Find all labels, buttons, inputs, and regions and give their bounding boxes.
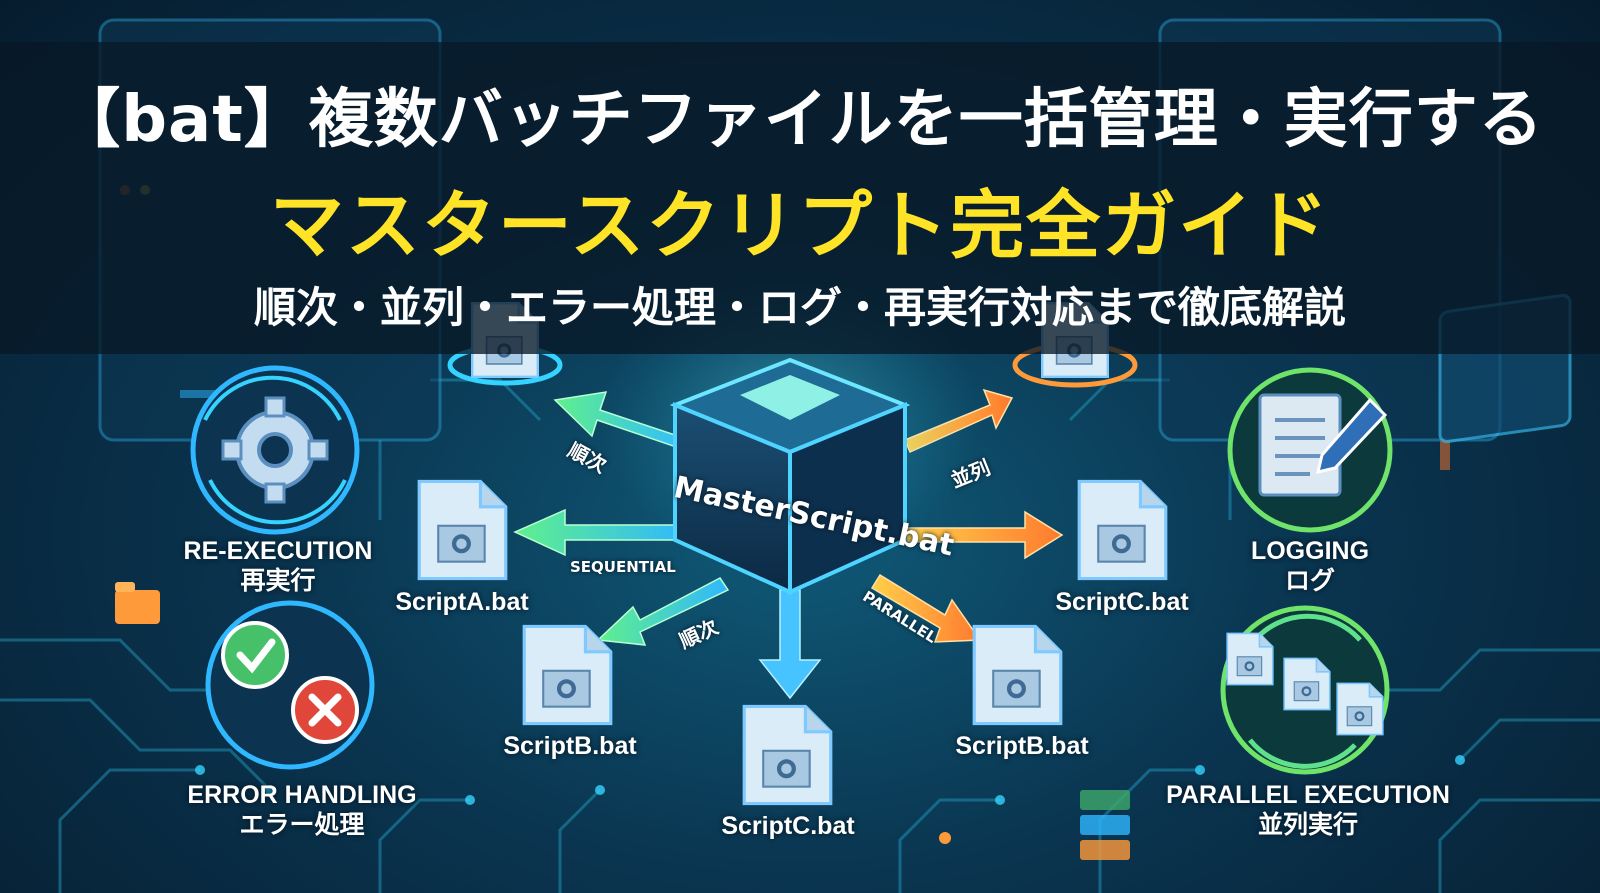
cycle-arrows-icon [1248, 613, 1362, 769]
document-icon [1258, 393, 1342, 497]
check-icon [221, 621, 289, 689]
script-c-bottom-label: ScriptC.bat [721, 812, 855, 840]
circuit-traces [0, 378, 1600, 893]
parallel-execution-ja: 並列実行 [1257, 811, 1359, 839]
title-line-2: マスタースクリプト完全ガイド [269, 183, 1331, 269]
script-b-left-document-icon [524, 626, 611, 723]
sequential-label-en: SEQUENTIAL [570, 558, 676, 576]
cross-icon [291, 676, 359, 744]
parallel-doc-2-icon [1283, 657, 1331, 711]
re-execution-en: RE-EXECUTION [183, 537, 373, 565]
parallel-execution-label: PARALLEL EXECUTION 並列実行 [1166, 780, 1450, 840]
error-handling-en: ERROR HANDLING [187, 781, 417, 809]
script-a-label: ScriptA.bat [395, 588, 529, 616]
script-c-right-label: ScriptC.bat [1055, 588, 1189, 616]
error-handling-label: ERROR HANDLING エラー処理 [187, 780, 416, 840]
folder-icon [115, 582, 160, 624]
stack-icon [1080, 790, 1130, 860]
script-c-bottom-document-icon [744, 706, 831, 803]
script-a-document-icon [419, 481, 506, 578]
error-handling-ja: エラー処理 [239, 811, 365, 839]
script-b-right-document-icon [974, 626, 1061, 723]
parallel-doc-3-icon [1336, 682, 1384, 736]
script-b-right-label: ScriptB.bat [955, 732, 1089, 760]
logging-ja: ログ [1284, 567, 1335, 595]
re-execution-label: RE-EXECUTION 再実行 [184, 536, 373, 596]
logging-en: LOGGING [1250, 537, 1370, 565]
gear-icon [221, 396, 329, 504]
orange-node [939, 832, 951, 844]
parallel-execution-en: PARALLEL EXECUTION [1166, 781, 1450, 809]
parallel-doc-1-icon [1226, 632, 1274, 686]
title-banner [0, 42, 1600, 354]
script-c-right-document-icon [1079, 481, 1166, 578]
title-line-1: 【bat】複数バッチファイルを一括管理・実行する [56, 83, 1544, 157]
subtitle: 順次・並列・エラー処理・ログ・再実行対応まで徹底解説 [253, 283, 1346, 332]
script-b-left-label: ScriptB.bat [503, 732, 637, 760]
logging-label: LOGGING ログ [1251, 536, 1369, 596]
re-execution-ja: 再実行 [240, 567, 316, 595]
pencil-icon [1315, 397, 1388, 475]
